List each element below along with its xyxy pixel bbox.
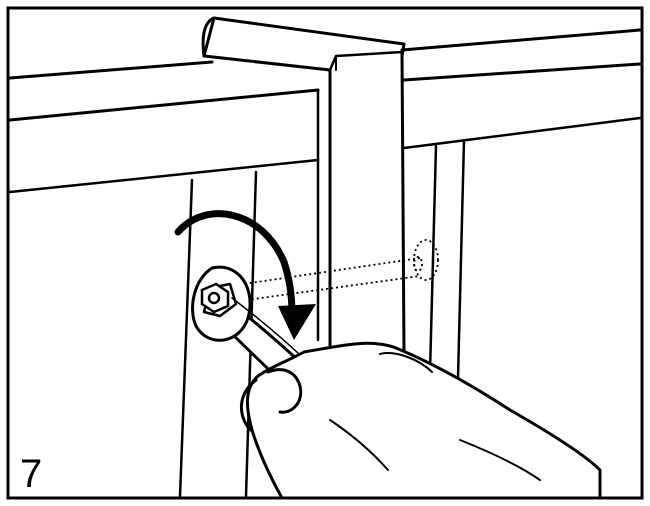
rotation-arrow xyxy=(174,210,316,340)
corner-post xyxy=(201,16,406,354)
step-number: 7 xyxy=(20,452,43,496)
nut xyxy=(200,282,230,314)
crib-rail xyxy=(8,28,642,194)
hand xyxy=(240,341,602,500)
bolt xyxy=(229,239,439,303)
